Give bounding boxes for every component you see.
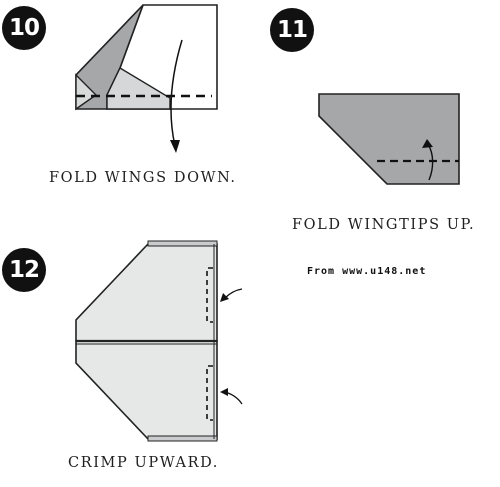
step-12-arrow-top [224, 288, 243, 299]
step-10-diagram [75, 4, 218, 153]
step-10-light-fold [106, 67, 171, 110]
step-12-diagram [75, 240, 243, 442]
step-12-caption: CRIMP UPWARD. [68, 455, 220, 471]
step-12-crimp-line-top [206, 267, 213, 323]
step-12-bottom-strip [147, 435, 218, 442]
step-12-top-strip [147, 240, 218, 247]
step-10-number: 10 [8, 15, 40, 41]
step-11-caption: FOLD WINGTIPS UP. [292, 217, 476, 233]
step-10-arrow-head [170, 140, 180, 153]
step-12-number: 12 [8, 257, 40, 283]
step-11-arrow-head [422, 139, 433, 148]
step-11-paper-shape [318, 93, 460, 185]
step-11-badge: 11 [270, 8, 314, 52]
step-12-lower-wing [75, 340, 218, 440]
step-10-caption: FOLD WINGS DOWN. [49, 170, 237, 186]
step-10-badge: 10 [2, 6, 46, 50]
step-10-small-fold [75, 73, 98, 111]
step-12-crimp-line-bottom [206, 365, 213, 421]
step-12-badge: 12 [2, 248, 46, 292]
step-10-arrow [170, 39, 183, 147]
step-11-diagram [318, 93, 460, 185]
step-12-upper-wing [75, 243, 218, 342]
step-11-number: 11 [276, 17, 308, 43]
watermark: From www.u148.net [307, 266, 427, 277]
